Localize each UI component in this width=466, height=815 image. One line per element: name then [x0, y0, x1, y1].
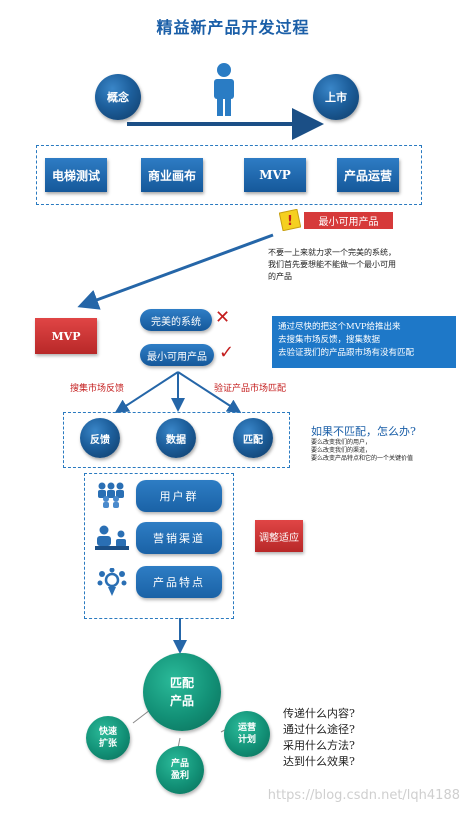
match-product-line: 匹配	[169, 676, 194, 690]
stage-mvp: MVP	[244, 158, 306, 192]
adjust-box: 调整适应	[255, 520, 303, 552]
verify-match-label: 验证产品市场匹配	[214, 384, 287, 394]
mvp-box: MVP	[35, 318, 97, 354]
person-icon	[211, 62, 237, 118]
operation-questions: 传递什么内容? 通过什么途径? 采用什么方法? 达到什么效果?	[283, 706, 355, 770]
fast-expand-line: 快速	[98, 727, 117, 737]
match-product-line: 产品	[169, 694, 194, 708]
mvp-note-label: 最小可用产品	[304, 212, 393, 229]
data-node: 数据	[156, 418, 196, 458]
product-profit-line: 盈利	[170, 771, 189, 781]
question-line: 采用什么方法?	[283, 739, 355, 752]
check-icon: ✓	[219, 342, 235, 363]
operation-plan-node: 运营 计划	[224, 711, 270, 757]
mismatch-question: 如果不匹配，怎么办?	[311, 425, 416, 438]
mismatch-line: 要么改变我们的渠道，	[311, 447, 372, 454]
operation-plan-line: 运营	[237, 723, 256, 733]
mismatch-line: 要么改变我们的用户，	[311, 439, 372, 446]
advice-text: 不要一上来就力求一个完美的系统， 我们首先要想能不能做一个最小可用 的产品	[268, 247, 458, 283]
question-line: 通过什么途径?	[283, 723, 355, 736]
marketing-channel-icon	[94, 524, 130, 552]
mismatch-options: 要么改变我们的用户， 要么改变我们的渠道， 要么改变产品特点和它的一个关键价值	[311, 439, 461, 463]
explanation-line: 去搜集市场反馈，搜集数据	[278, 335, 381, 345]
advice-line: 我们首先要想能不能做一个最小可用	[268, 260, 396, 269]
stage-elevator-test: 电梯测试	[45, 158, 107, 192]
mvp-explanation-box: 通过尽快的把这个MVP给推出来 去搜集市场反馈，搜集数据 去验证我们的产品跟市场…	[272, 316, 456, 368]
match-node: 匹配	[233, 418, 273, 458]
advice-line: 不要一上来就力求一个完美的系统，	[268, 248, 396, 257]
product-profit-node: 产品 盈利	[156, 746, 204, 794]
launch-node: 上市	[313, 74, 359, 120]
stage-business-canvas: 商业画布	[141, 158, 203, 192]
product-feature-icon	[96, 567, 128, 600]
warning-note-icon: !	[278, 208, 302, 232]
feedback-node: 反馈	[80, 418, 120, 458]
explanation-line: 去验证我们的产品跟市场有没有匹配	[278, 348, 415, 358]
cross-icon: ✕	[215, 307, 231, 328]
min-product-pill: 最小可用产品	[140, 344, 214, 366]
page-title: 精益新产品开发过程	[156, 18, 310, 37]
concept-node: 概念	[95, 74, 141, 120]
match-product-node: 匹配 产品	[143, 653, 221, 731]
factor-product-feature: 产品特点	[136, 566, 222, 598]
explanation-line: 通过尽快的把这个MVP给推出来	[278, 322, 401, 332]
watermark: https://blog.csdn.net/lqh4188	[267, 788, 460, 803]
question-line: 达到什么效果?	[283, 755, 355, 768]
user-group-icon	[94, 481, 128, 509]
stage-product-operation: 产品运营	[337, 158, 399, 192]
fast-expand-node: 快速 扩张	[86, 716, 130, 760]
operation-plan-line: 计划	[237, 735, 256, 745]
perfect-system-pill: 完美的系统	[140, 309, 212, 331]
factor-user-group: 用户群	[136, 480, 222, 512]
feedback-group	[63, 412, 290, 468]
mismatch-line: 要么改变产品特点和它的一个关键价值	[311, 455, 414, 462]
collect-feedback-label: 搜集市场反馈	[70, 384, 125, 394]
product-profit-line: 产品	[170, 759, 189, 769]
factor-marketing-channel: 营销渠道	[136, 522, 222, 554]
svg-text:!: !	[287, 214, 293, 229]
question-line: 传递什么内容?	[283, 707, 355, 720]
advice-line: 的产品	[268, 272, 292, 281]
factors-group	[84, 473, 234, 619]
stages-group	[36, 145, 422, 205]
fast-expand-line: 扩张	[98, 739, 117, 749]
